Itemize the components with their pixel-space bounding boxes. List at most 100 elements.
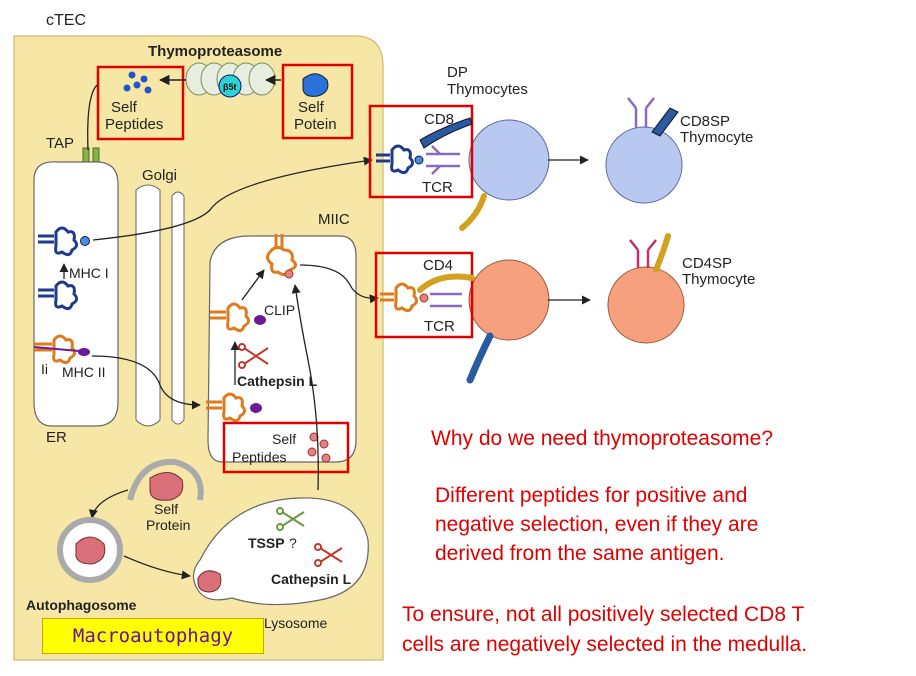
peptide-icon-mhc1 xyxy=(80,236,90,246)
self-potein-label-1: Self xyxy=(298,99,325,116)
tssp-question-label: ? xyxy=(289,535,297,551)
cathepsin-scissors-icon xyxy=(314,543,343,567)
cd4sp-label-2: Thymocyte xyxy=(682,271,755,288)
tcr-cd8-icon xyxy=(426,145,460,175)
cd4-coreceptor-icon xyxy=(417,273,475,293)
arrow-lysosome-to-miic xyxy=(291,284,319,491)
peptide-icon-cd8 xyxy=(414,155,424,165)
tap-label: TAP xyxy=(46,135,74,152)
question-text: Why do we need thymoproteasome? xyxy=(431,427,774,450)
peptide-dots-icon xyxy=(123,71,152,94)
proteasome-icon xyxy=(185,62,276,98)
ii-label: Ii xyxy=(41,361,48,377)
cd4sp-thymocyte-cell xyxy=(607,266,685,344)
peptide-dots-bottom-icon xyxy=(307,432,331,463)
cathepsin-l-label-2: Cathepsin L xyxy=(271,571,352,587)
answer-line-3: derived from the same antigen. xyxy=(435,542,725,565)
self-protein-icon xyxy=(302,73,329,97)
lysosome-label: Lysosome xyxy=(264,615,328,631)
golgi-label: Golgi xyxy=(142,167,177,184)
thymoproteasome-label: Thymoproteasome xyxy=(148,43,282,60)
miic-compartment xyxy=(207,235,357,463)
self-peptides-top-label-2: Peptides xyxy=(105,116,163,133)
self-protein-label-2: Protein xyxy=(146,517,190,533)
cd4sp-label-1: CD4SP xyxy=(682,255,732,272)
highlight-box-cd8-interaction xyxy=(368,104,474,199)
scissors-icon xyxy=(238,343,269,369)
self-protein-label-1: Self xyxy=(154,501,178,517)
ctec-label: cTEC xyxy=(46,12,86,29)
arrow-mhc2-to-miic xyxy=(91,355,201,410)
self-peptides-bottom-label-1: Self xyxy=(272,431,296,447)
ensure-line-1: To ensure, not all positively selected C… xyxy=(402,603,805,626)
clip-label: CLIP xyxy=(264,302,295,318)
cd4sp-tcr-icon xyxy=(629,239,657,268)
arrow-mhc1-to-cd8 xyxy=(92,156,373,241)
lysosome-cargo-icon xyxy=(197,570,222,593)
mhc2-ii-complex-icon xyxy=(34,334,77,365)
tssp-label: TSSP xyxy=(248,535,285,551)
mhc2-clip-icon xyxy=(210,302,251,333)
tssp-scissors-icon xyxy=(276,507,305,531)
cd8-coreceptor-icon xyxy=(419,117,473,149)
tcr-cd4-icon xyxy=(430,292,462,308)
invariant-chain-miic-icon xyxy=(250,403,262,413)
self-peptides-top-label-1: Self xyxy=(111,99,138,116)
ensure-line-2: cells are negatively selected in the med… xyxy=(402,633,808,656)
cd4-receptor-tail-on-cd8-cell xyxy=(459,193,487,231)
cd8sp-label-1: CD8SP xyxy=(680,113,730,130)
arrow-protein-to-autophagosome xyxy=(88,489,129,519)
tcr-label-1: TCR xyxy=(422,179,453,196)
answer-line-1: Different peptides for positive and xyxy=(435,484,748,507)
cd8-receptor-tail-on-cd4-cell xyxy=(466,332,494,384)
golgi-stack-1 xyxy=(135,184,161,427)
cd8sp-tcr-icon xyxy=(627,97,655,128)
isolation-membrane xyxy=(127,458,204,501)
clip-icon xyxy=(254,315,266,325)
dp-thymocyte-cd4-cell xyxy=(468,259,550,341)
peptide-icon-miic xyxy=(284,269,294,279)
autophagosome-label: Autophagosome xyxy=(26,597,137,613)
cd4-label: CD4 xyxy=(423,257,453,274)
self-peptides-bottom-label-2: Peptides xyxy=(232,449,286,465)
invariant-chain-icon xyxy=(78,348,90,356)
arrow-clip-to-loaded xyxy=(241,269,265,301)
mhc1-label: MHC I xyxy=(69,265,109,281)
cathepsin-l-label-1: Cathepsin L xyxy=(237,373,318,389)
lysosome-compartment xyxy=(192,497,369,606)
arrow-autophagosome-to-lysosome xyxy=(123,555,191,580)
dp-thymocyte-cd8-cell xyxy=(468,119,550,201)
answer-line-2: negative selection, even if they are xyxy=(435,513,759,536)
dp-label-1: DP xyxy=(447,64,468,81)
autophagosome-cargo-icon xyxy=(75,536,106,565)
macroautophagy-label-box: Macroautophagy xyxy=(42,618,264,654)
miic-label: MIIC xyxy=(318,211,350,228)
cd8-label: CD8 xyxy=(424,111,454,128)
er-label: ER xyxy=(46,429,67,446)
beta5t-label: β5t xyxy=(223,82,237,92)
cd4sp-coreceptor-icon xyxy=(653,233,671,273)
cd8sp-thymocyte-cell xyxy=(605,126,683,204)
er-compartment xyxy=(33,161,119,427)
tcr-label-2: TCR xyxy=(424,318,455,335)
dp-label-2: Thymocytes xyxy=(447,81,528,98)
arrow-peptides-to-tap xyxy=(87,84,98,151)
self-potein-label-2: Potein xyxy=(294,116,337,133)
self-protein-bottom-icon xyxy=(149,472,184,501)
mhc1-cd8-complex-icon xyxy=(376,144,415,175)
cd8sp-coreceptor-icon xyxy=(651,107,679,137)
cd8sp-label-2: Thymocyte xyxy=(680,129,753,146)
golgi-stack-2 xyxy=(171,191,185,425)
peptide-icon-cd4 xyxy=(419,293,429,303)
mhc1-peptide-complex-icon xyxy=(38,226,79,257)
highlight-box-self-peptides-bottom xyxy=(222,421,350,474)
mhc2-cd4-complex-icon xyxy=(380,282,419,313)
highlight-box-self-peptides-top xyxy=(96,65,185,141)
arrow-mhc2-to-cd4 xyxy=(299,264,379,304)
highlight-box-cd4-interaction xyxy=(374,251,474,339)
mhc2-ii-miic-icon xyxy=(206,392,247,423)
highlight-box-self-potein xyxy=(281,63,354,140)
mhc1-empty-icon xyxy=(38,280,79,311)
mhc2-label: MHC II xyxy=(62,364,106,380)
